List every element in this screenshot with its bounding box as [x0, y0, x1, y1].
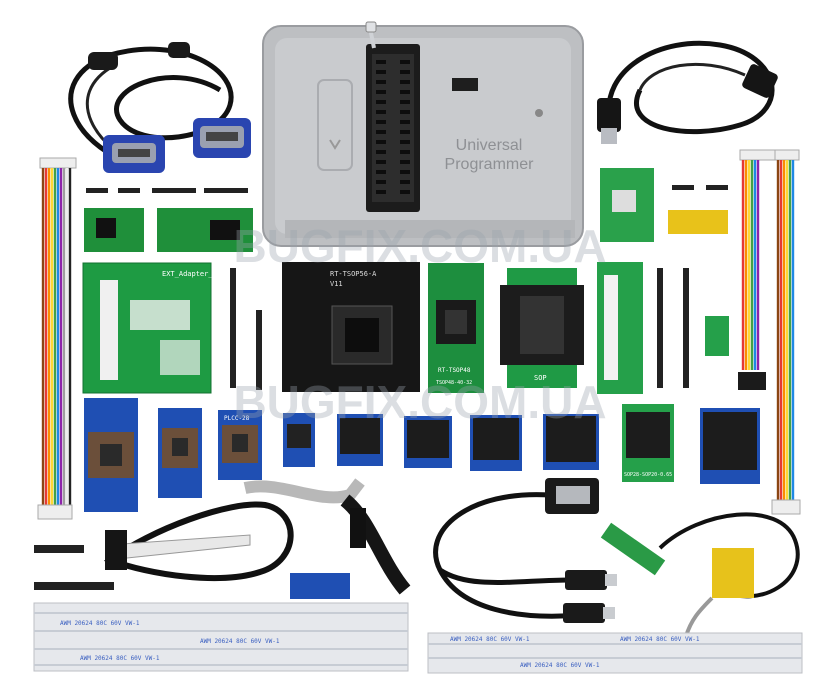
- universal-programmer-unit: Universal Programmer: [262, 21, 584, 247]
- rainbow-wire-cable-left: [37, 157, 77, 520]
- sop-label: SOP: [534, 374, 547, 382]
- fpc-connector-2: [34, 582, 114, 590]
- ribbon-text-5: AWM 20624 80C 60V VW-1: [620, 636, 700, 643]
- plcc-adapter-1: [84, 398, 138, 512]
- sop28-green-adapter: SOP28-SOP20-0.65: [622, 404, 674, 482]
- ribbon-text-3: AWM 20624 80C 60V VW-1: [80, 655, 160, 662]
- vga-cable: [68, 42, 251, 173]
- ribbon-text-4: AWM 20624 80C 60V VW-1: [450, 636, 530, 643]
- vga-connector-right: [193, 118, 251, 158]
- tsop48-label: RT-TSOP48: [438, 367, 471, 374]
- fpc-connector-1: [34, 545, 84, 553]
- rainbow-wire-cable-right: [738, 149, 801, 515]
- ext-adapter-label: EXT_Adapter_V15: [162, 270, 225, 278]
- soic-adapter-5: [543, 414, 599, 470]
- tsop56-version: V11: [330, 280, 343, 288]
- ribbon-text-1: AWM 20624 80C 60V VW-1: [60, 620, 140, 627]
- ext-adapter-board: EXT_Adapter_V15: [82, 262, 225, 394]
- tsop56-label: RT-TSOP56-A: [330, 270, 377, 278]
- small-blue-adapter: [290, 573, 350, 599]
- sop28-label: SOP28-SOP20-0.65: [624, 472, 672, 478]
- sop-adapter: SOP: [500, 268, 584, 388]
- ribbon-text-6: AWM 20624 80C 60V VW-1: [520, 662, 600, 669]
- soic-adapter-4: [470, 415, 522, 471]
- plcc28-label: PLCC-28: [224, 415, 250, 422]
- dvi-hdmi-cable: [433, 478, 617, 623]
- plcc-adapter-2: [158, 408, 202, 498]
- soic-adapter-3: [404, 416, 452, 468]
- soic-test-clip: [103, 501, 294, 581]
- ribbon-text-2: AWM 20624 80C 60V VW-1: [200, 638, 280, 645]
- zif-socket: [365, 21, 420, 212]
- flat-flex-cable-left: AWM 20624 80C 60V VW-1 AWM 20624 80C 60V…: [33, 602, 409, 672]
- lvds-cable: [600, 512, 800, 641]
- tsop48-adapter: RT-TSOP48 TSOP48-40-32: [428, 263, 484, 393]
- vga-connector-left: [103, 135, 165, 173]
- watermark-bottom: BUGFIX.COM.UA: [233, 376, 606, 428]
- plcc28-adapter: PLCC-28: [218, 410, 262, 480]
- long-green-adapter: [597, 262, 643, 394]
- usb-cable: [597, 40, 778, 144]
- small-green-module: [705, 316, 729, 356]
- small-pin-headers-top-left: [86, 188, 248, 193]
- tsop56-adapter: RT-TSOP56-A V11: [282, 262, 420, 392]
- programmer-title-line2: Programmer: [445, 156, 535, 173]
- grey-ribbon-clip-cable: [243, 478, 411, 595]
- tsop48-sub-label: TSOP48-40-32: [436, 380, 472, 386]
- watermark-top: BUGFIX.COM.UA: [233, 220, 606, 272]
- programmer-title-line1: Universal: [456, 137, 523, 154]
- pin-headers-left: [230, 268, 262, 390]
- soic-adapter-2: [337, 414, 383, 466]
- soic-adapter-6: [700, 408, 760, 484]
- yellow-adapter-board: [668, 210, 728, 234]
- pin-headers-right: [657, 268, 689, 388]
- flat-flex-cable-right: AWM 20624 80C 60V VW-1 AWM 20624 80C 60V…: [427, 632, 803, 674]
- soic-adapter-1: [283, 413, 315, 467]
